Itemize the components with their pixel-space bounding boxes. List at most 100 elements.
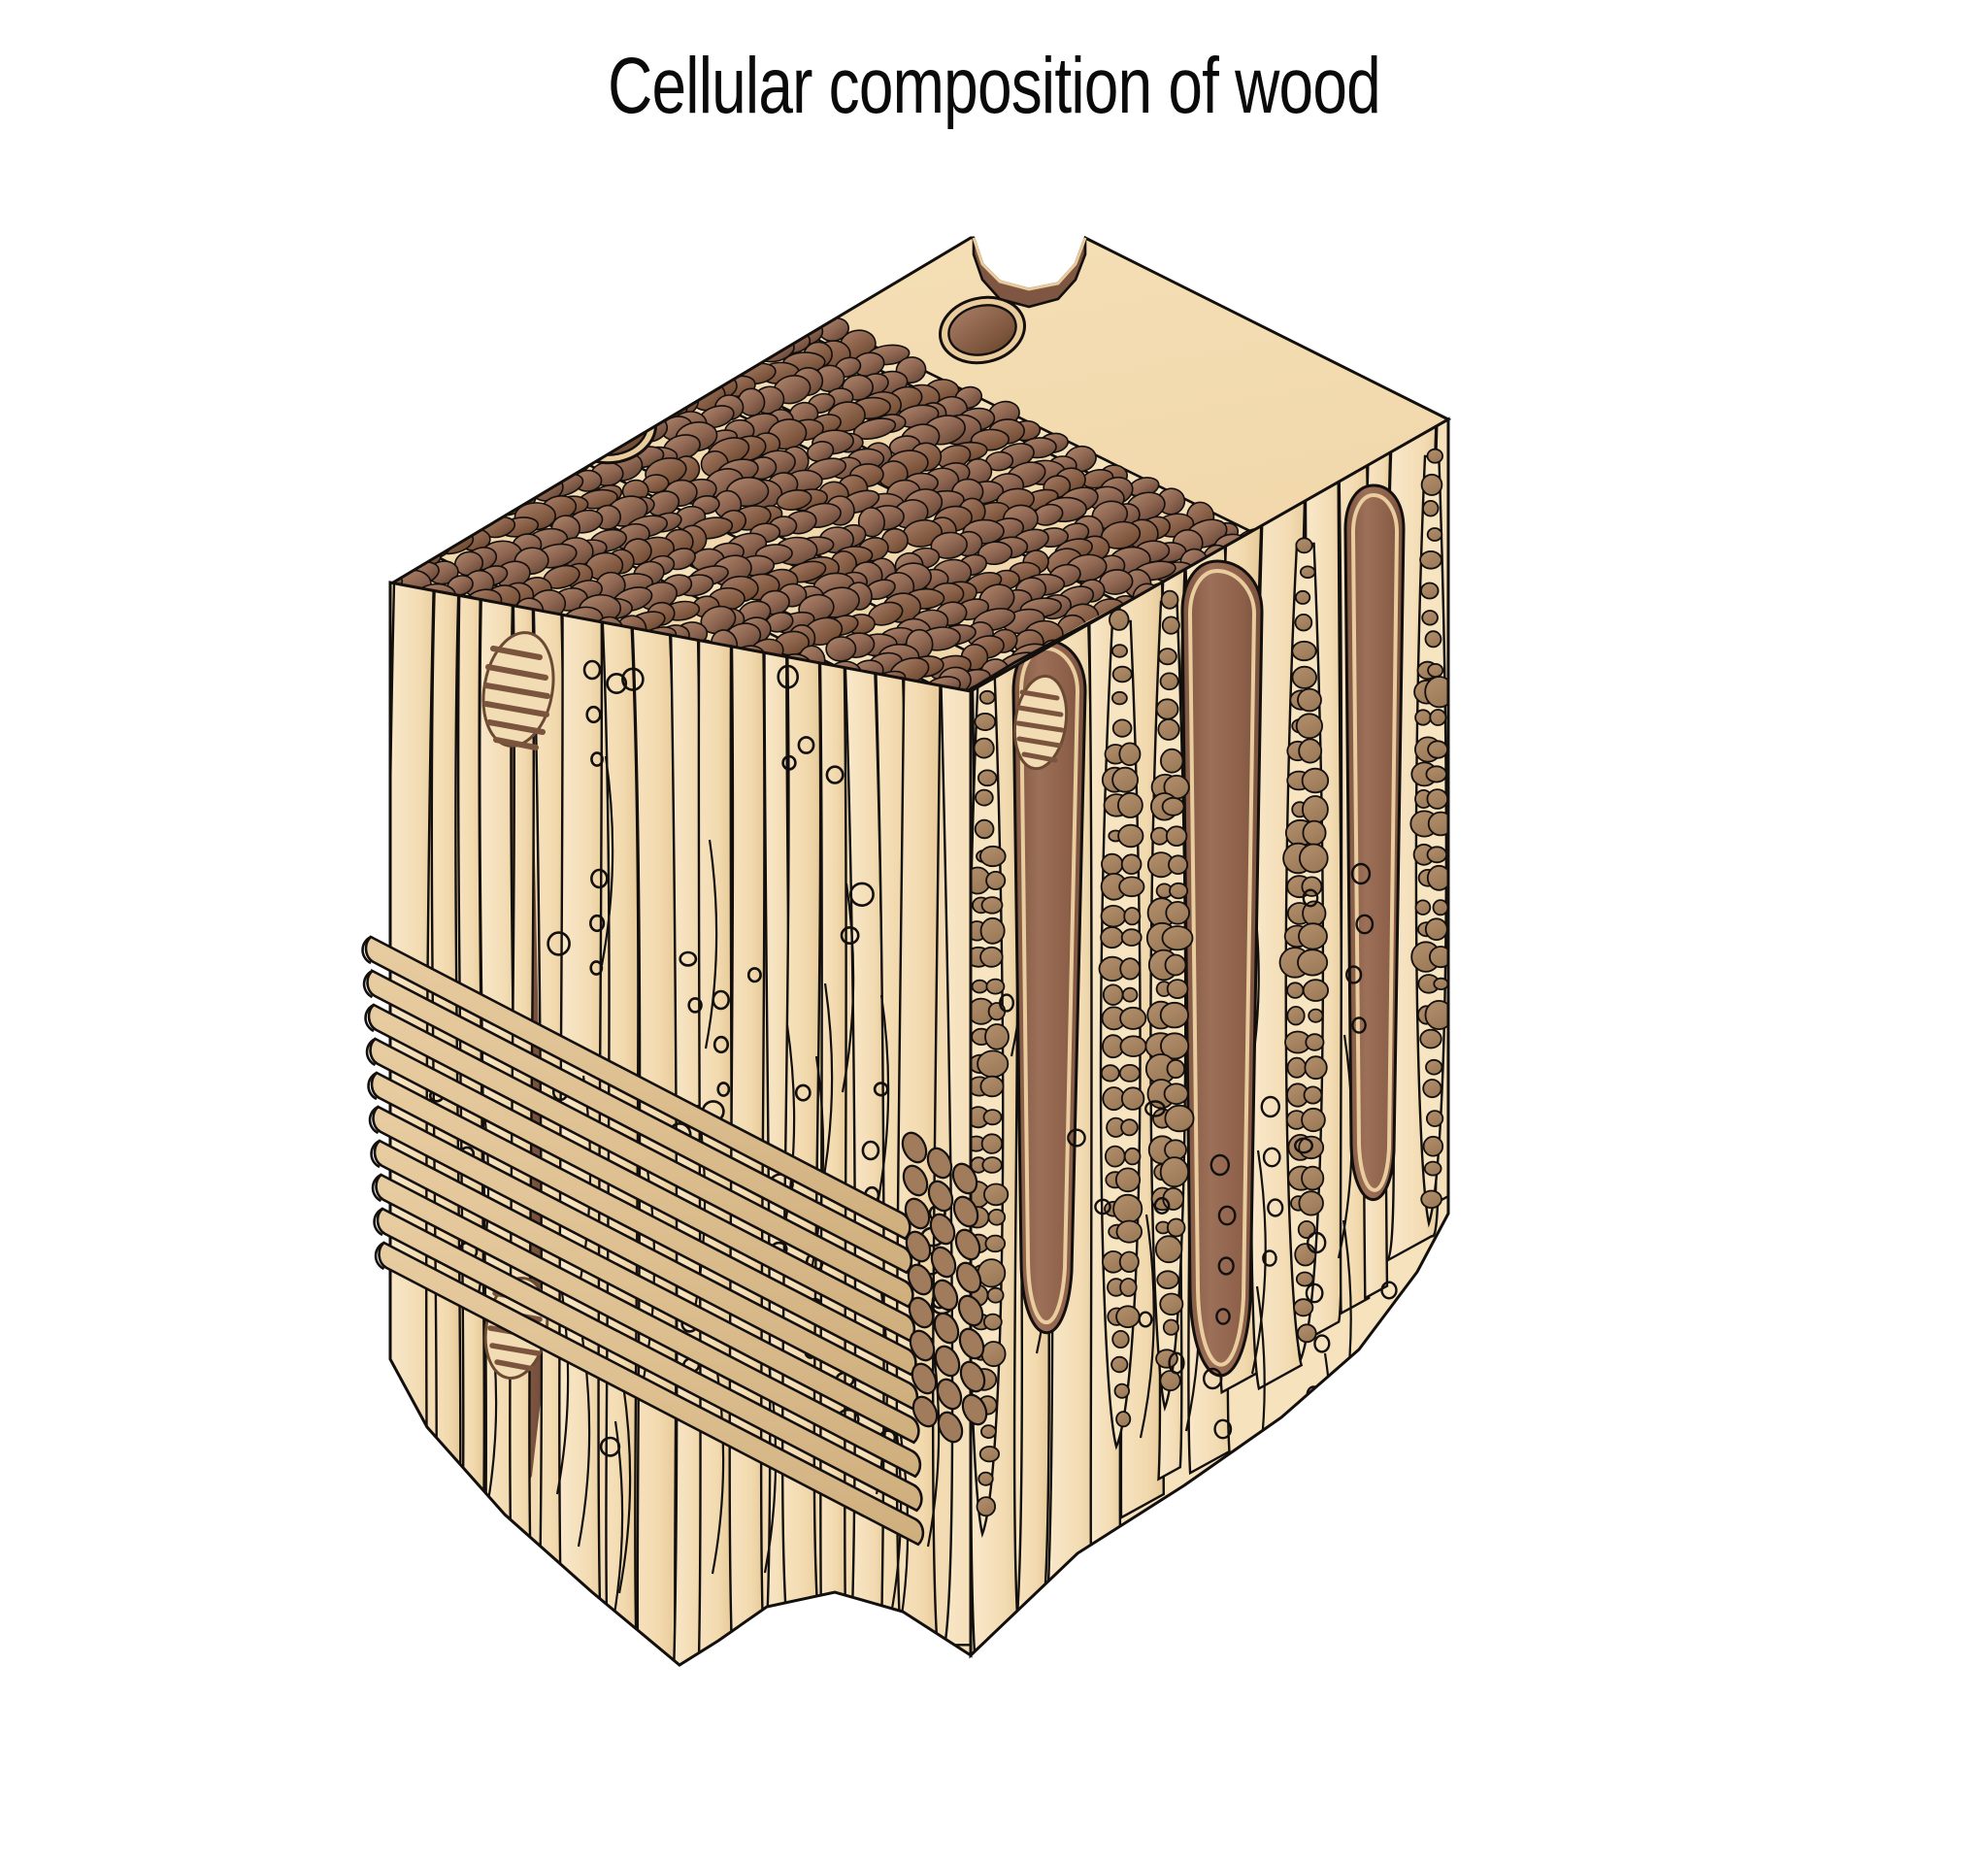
vessel-pore [453, 203, 493, 229]
vessel-pore [687, 331, 719, 359]
vessel-pore [492, 351, 522, 382]
parenchyma-cell [980, 1341, 1007, 1368]
parenchyma-cell [1423, 1160, 1442, 1177]
bordered-pit [1153, 1197, 1171, 1215]
vessel-pore [613, 308, 646, 336]
vessel-pore [590, 412, 632, 437]
vessel-pore [491, 278, 521, 304]
vessel-pore [622, 330, 664, 361]
parenchyma-cell [1299, 843, 1329, 874]
parenchyma-cell [1115, 1219, 1143, 1244]
parenchyma-cell [1159, 1370, 1181, 1392]
vessel-pore [520, 460, 551, 488]
vessel-pore [490, 442, 526, 469]
vessel-pore [396, 383, 430, 414]
right-tangential-face [969, 416, 1450, 1659]
vessel-pore [599, 334, 633, 365]
vessel-pore [645, 238, 687, 260]
vessel-pore [497, 165, 539, 193]
vessel-pore [300, 294, 327, 321]
ray-tube-lumen [904, 1197, 931, 1230]
vessel-pore [393, 456, 399, 485]
parenchyma-cell [1420, 582, 1440, 600]
vessel-pore [1450, 789, 1487, 815]
parenchyma-cell [1298, 738, 1323, 764]
vessel-pore [248, 287, 276, 308]
vessel-pore [327, 264, 361, 285]
vessel-pore [550, 380, 590, 409]
vessel-pore [602, 386, 633, 411]
vessel-pore [278, 144, 310, 172]
parenchyma-cell [1166, 979, 1189, 999]
vessel-pore [513, 442, 553, 467]
vessel-pore [393, 303, 397, 329]
vessel-pore [537, 285, 567, 313]
bordered-pit [1067, 1128, 1086, 1148]
parenchyma-cell [1112, 1193, 1143, 1224]
parenchyma-cell [1100, 926, 1124, 949]
parenchyma-cell [1295, 589, 1311, 605]
vessel-pore [333, 391, 377, 425]
vessel-pore [425, 206, 471, 238]
bordered-pit [589, 960, 604, 976]
vessel-pore [393, 238, 423, 246]
vessel-pore [393, 411, 419, 434]
parenchyma-cell [1119, 1006, 1147, 1030]
vessel-pore [449, 148, 490, 180]
vessel-pore [825, 636, 857, 662]
vessel-pore [709, 299, 752, 328]
vessel-pore [411, 467, 446, 497]
vessel-pore [395, 470, 437, 498]
bordered-pit [1216, 1521, 1232, 1539]
vessel-pore [393, 319, 416, 347]
ray-tube-lumen [911, 1395, 939, 1428]
vessel-pore [543, 356, 571, 385]
parenchyma-cell [1426, 527, 1443, 542]
vessel-pore [567, 258, 605, 288]
bordered-pit [1306, 1231, 1327, 1254]
parenchyma-cell [1109, 609, 1130, 631]
bordered-pit [442, 1519, 457, 1534]
parenchyma-cell [976, 1496, 997, 1517]
bordered-pit [777, 664, 800, 689]
parenchyma-cell [978, 1446, 1001, 1463]
vessel-pore [390, 123, 433, 152]
parenchyma-cell [1427, 811, 1448, 837]
right-face-outline [969, 416, 1450, 1659]
vessel-pore [270, 325, 302, 356]
vessel-pore [641, 276, 682, 304]
ray-tube-lumen [954, 1228, 981, 1261]
ray-tube-end-cap [370, 1139, 381, 1169]
bordered-pit [861, 1140, 880, 1161]
parenchyma-cell [1426, 448, 1444, 464]
parenchyma-cell [1286, 1005, 1306, 1026]
parenchyma-cell [980, 1424, 997, 1439]
vessel-pore [765, 307, 795, 335]
vessel-pore [274, 183, 315, 216]
parenchyma-cell [1422, 500, 1440, 517]
parenchyma-cell [1303, 1085, 1323, 1105]
vessel-pore [602, 238, 637, 249]
vessel-pore [466, 245, 509, 268]
parenchyma-cell [1159, 1292, 1184, 1316]
ray-tube-lumen [908, 1296, 935, 1329]
vessel-pore [393, 508, 400, 539]
vessel-pore [268, 350, 306, 378]
parenchyma-cell [1111, 665, 1133, 683]
parenchyma-cell [1429, 946, 1448, 969]
fibre-cross-wall [1139, 1214, 1155, 1439]
vessel-pore [1518, 788, 1562, 816]
vessel-pore [286, 271, 329, 308]
parenchyma-cell [975, 788, 994, 807]
parenchyma-cell [987, 1209, 1007, 1226]
bordered-pit [1267, 1198, 1284, 1217]
fibre-cross-wall [1389, 1369, 1406, 1594]
bordered-pit [1216, 1470, 1234, 1489]
parenchyma-cell [1414, 709, 1432, 726]
parenchyma-cell [1101, 852, 1124, 876]
vessel-pore [358, 143, 394, 164]
vessel-pore [264, 166, 299, 199]
bordered-pit [873, 1082, 889, 1097]
right-face-contents [971, 419, 1448, 1655]
